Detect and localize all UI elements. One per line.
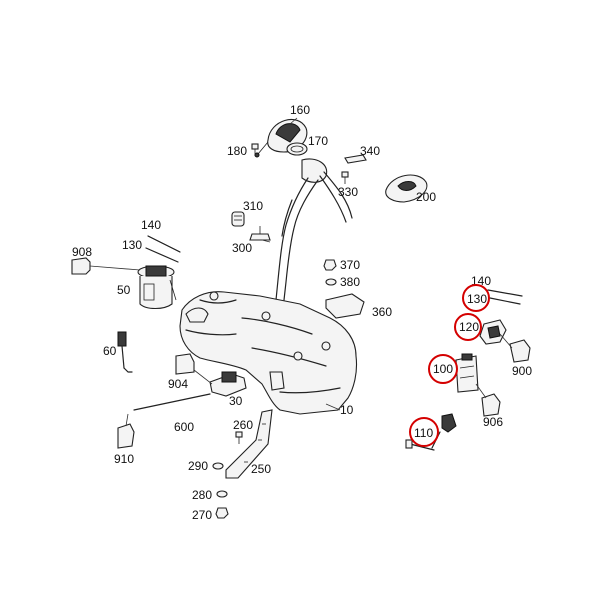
label-370: 370 [340,258,360,272]
callout-labels: 160 170 180 340 330 200 310 300 140 130 … [72,103,532,522]
label-600: 600 [174,420,194,434]
pump-30 [209,371,247,397]
label-170: 170 [308,134,328,148]
label-290: 290 [188,459,208,473]
connector-908 [71,257,91,275]
label-30: 30 [229,394,243,408]
label-908: 908 [72,245,92,259]
screw-330 [341,171,349,184]
label-110: 110 [414,426,433,440]
label-270: 270 [192,508,212,522]
label-300: 300 [232,241,252,255]
label-50: 50 [117,283,131,297]
seal-ring [286,142,308,156]
label-180: 180 [227,144,247,158]
label-130-right: 130 [467,292,487,306]
strap-250 [225,409,273,479]
part-300 [249,226,271,243]
highlight-circle-130 [462,284,490,312]
screw-180 [251,143,259,156]
filler-neck [275,158,353,301]
label-260: 260 [233,418,253,432]
seal-130-right [489,297,521,305]
washer-290 [212,462,224,470]
label-120: 120 [459,320,479,334]
pad-360 [325,293,365,319]
highlight-circle-110 [409,417,439,447]
highlight-circle-120 [454,313,482,341]
label-160: 160 [290,103,310,117]
nut-270 [215,507,229,519]
part-100 [455,353,479,393]
connector-900 [509,339,531,363]
label-900: 900 [512,364,532,378]
label-130-left: 130 [122,238,142,252]
highlight-circles [409,284,490,447]
label-10: 10 [340,403,354,417]
cover-200 [385,174,428,203]
label-310: 310 [243,199,263,213]
label-360: 360 [372,305,392,319]
label-906: 906 [483,415,503,429]
seal-140-right [487,289,523,297]
label-100: 100 [433,362,453,376]
label-330: 330 [338,185,358,199]
label-60: 60 [103,344,117,358]
highlight-circle-100 [428,354,458,384]
label-380: 380 [340,275,360,289]
washer-380 [325,278,337,286]
part-310 [231,211,245,227]
connector-910 [117,423,135,449]
fuel-pump-module [137,265,177,310]
connector-904 [175,353,195,375]
washer-280 [216,490,228,498]
label-250: 250 [251,462,271,476]
level-sensor [117,331,133,373]
bracket-340 [344,154,367,164]
label-910: 910 [114,452,134,466]
part-120 [479,319,507,345]
nut-370 [323,259,337,271]
connector-906 [481,393,501,417]
label-200: 200 [416,190,436,204]
cable-600 [133,393,211,411]
label-280: 280 [192,488,212,502]
label-340: 340 [360,144,380,158]
seal-130-left [145,247,179,263]
bolt-260 [235,431,243,444]
label-140-left: 140 [141,218,161,232]
label-904: 904 [168,377,188,391]
fuel-tank [179,291,358,415]
